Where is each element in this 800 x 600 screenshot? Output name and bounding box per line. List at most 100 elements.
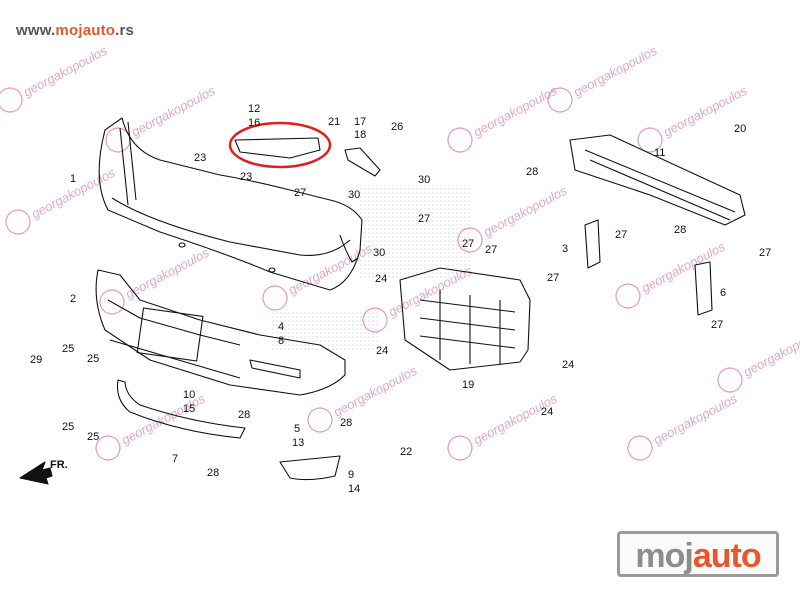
watermark-badge (99, 289, 125, 315)
part-label-21[interactable]: 21 (328, 116, 340, 128)
watermark-13: georgakopoulos (307, 363, 420, 433)
part-label-6[interactable]: 6 (720, 287, 726, 299)
watermark-badge (0, 87, 23, 113)
watermark-text: georgakopoulos (471, 391, 560, 448)
url-accent: mojauto (55, 22, 116, 39)
part-label-28[interactable]: 28 (238, 409, 250, 421)
front-label: FR. (50, 459, 68, 471)
upper-grille-bracket[interactable] (234, 137, 321, 159)
lower-trim-strip[interactable] (116, 379, 246, 439)
part-label-27[interactable]: 27 (615, 229, 627, 241)
part-label-10[interactable]: 10 (183, 389, 195, 401)
part-label-9[interactable]: 9 (348, 469, 354, 481)
part-label-24[interactable]: 24 (562, 359, 574, 371)
watermark-14: georgakopoulos (717, 323, 800, 393)
part-label-27[interactable]: 27 (759, 247, 771, 259)
part-label-25[interactable]: 25 (62, 421, 74, 433)
part-label-30[interactable]: 30 (348, 189, 360, 201)
air-shutter-grille[interactable] (399, 267, 531, 371)
watermark-text: georgakopoulos (571, 43, 660, 100)
part-label-28[interactable]: 28 (674, 224, 686, 236)
watermark-badge (362, 307, 388, 333)
front-arrow (19, 461, 53, 485)
watermark-badge (447, 127, 473, 153)
watermark-4: georgakopoulos (447, 83, 560, 153)
part-label-28[interactable]: 28 (340, 417, 352, 429)
watermark-text: georgakopoulos (471, 83, 560, 140)
watermark-12: georgakopoulos (627, 391, 740, 461)
part-label-24[interactable]: 24 (375, 273, 387, 285)
part-label-27[interactable]: 27 (294, 187, 306, 199)
part-label-4[interactable]: 4 (278, 321, 284, 333)
part-label-29[interactable]: 29 (30, 354, 42, 366)
part-label-8[interactable]: 8 (278, 335, 284, 347)
watermark-text: georgakopoulos (639, 239, 728, 296)
part-label-3[interactable]: 3 (562, 243, 568, 255)
site-url[interactable]: www.mojauto.rs (16, 22, 134, 39)
part-label-17[interactable]: 17 (354, 116, 366, 128)
part-label-27[interactable]: 27 (485, 244, 497, 256)
part-label-22[interactable]: 22 (400, 446, 412, 458)
watermark-badge (547, 87, 573, 113)
part-label-25[interactable]: 25 (62, 343, 74, 355)
part-label-25[interactable]: 25 (87, 353, 99, 365)
logo-part1: moj (635, 537, 693, 575)
part-label-25[interactable]: 25 (87, 431, 99, 443)
part-label-2[interactable]: 2 (70, 293, 76, 305)
watermark-text: georgakopoulos (123, 245, 212, 302)
part-label-1[interactable]: 1 (70, 173, 76, 185)
watermark-badge (95, 435, 121, 461)
part-label-30[interactable]: 30 (418, 174, 430, 186)
part-label-27[interactable]: 27 (418, 213, 430, 225)
watermark-badge (717, 367, 743, 393)
part-label-12[interactable]: 12 (248, 103, 260, 115)
watermark-3: georgakopoulos (99, 245, 212, 315)
side-bracket-6[interactable] (694, 261, 713, 316)
part-label-28[interactable]: 28 (207, 467, 219, 479)
part-label-23[interactable]: 23 (240, 171, 252, 183)
part-label-30[interactable]: 30 (373, 247, 385, 259)
watermark-11: georgakopoulos (447, 391, 560, 461)
watermark-5: georgakopoulos (547, 43, 660, 113)
bumper-reinforcement[interactable] (569, 134, 746, 226)
part-label-24[interactable]: 24 (541, 406, 553, 418)
part-label-26[interactable]: 26 (391, 121, 403, 133)
watermark-7: georgakopoulos (262, 241, 375, 311)
part-label-27[interactable]: 27 (711, 319, 723, 331)
part-label-7[interactable]: 7 (172, 453, 178, 465)
url-prefix: www. (16, 22, 56, 39)
part-label-24[interactable]: 24 (376, 345, 388, 357)
watermark-0: georgakopoulos (0, 43, 110, 113)
background-emblem (270, 185, 470, 350)
part-label-5[interactable]: 5 (294, 423, 300, 435)
part-label-27[interactable]: 27 (547, 272, 559, 284)
part-label-14[interactable]: 14 (348, 483, 360, 495)
part-label-23[interactable]: 23 (194, 152, 206, 164)
fog-lamp-trim[interactable] (279, 455, 341, 481)
side-bracket-17[interactable] (344, 147, 381, 177)
part-label-27[interactable]: 27 (462, 238, 474, 250)
mojauto-logo[interactable]: mojauto (617, 531, 779, 577)
highlight-ellipse (228, 121, 332, 169)
side-bracket-3[interactable] (584, 219, 601, 269)
logo-part2: auto (692, 537, 762, 575)
part-label-16[interactable]: 16 (248, 117, 260, 129)
watermark-text: georgakopoulos (741, 323, 800, 380)
part-label-13[interactable]: 13 (292, 437, 304, 449)
part-label-11[interactable]: 11 (654, 147, 665, 159)
part-label-28[interactable]: 28 (526, 166, 538, 178)
watermark-9: georgakopoulos (615, 239, 728, 309)
watermark-text: georgakopoulos (481, 183, 570, 240)
watermark-badge (637, 127, 663, 153)
watermark-text: georgakopoulos (129, 83, 218, 140)
part-label-15[interactable]: 15 (183, 403, 195, 415)
lower-bumper[interactable] (95, 269, 346, 396)
watermark-badge (262, 285, 288, 311)
watermark-badge (457, 227, 483, 253)
part-label-18[interactable]: 18 (354, 129, 366, 141)
part-label-19[interactable]: 19 (462, 379, 474, 391)
watermark-2: georgakopoulos (5, 165, 118, 235)
part-label-20[interactable]: 20 (734, 123, 746, 135)
watermark-badge (5, 209, 31, 235)
bumper-cover[interactable] (98, 117, 363, 291)
